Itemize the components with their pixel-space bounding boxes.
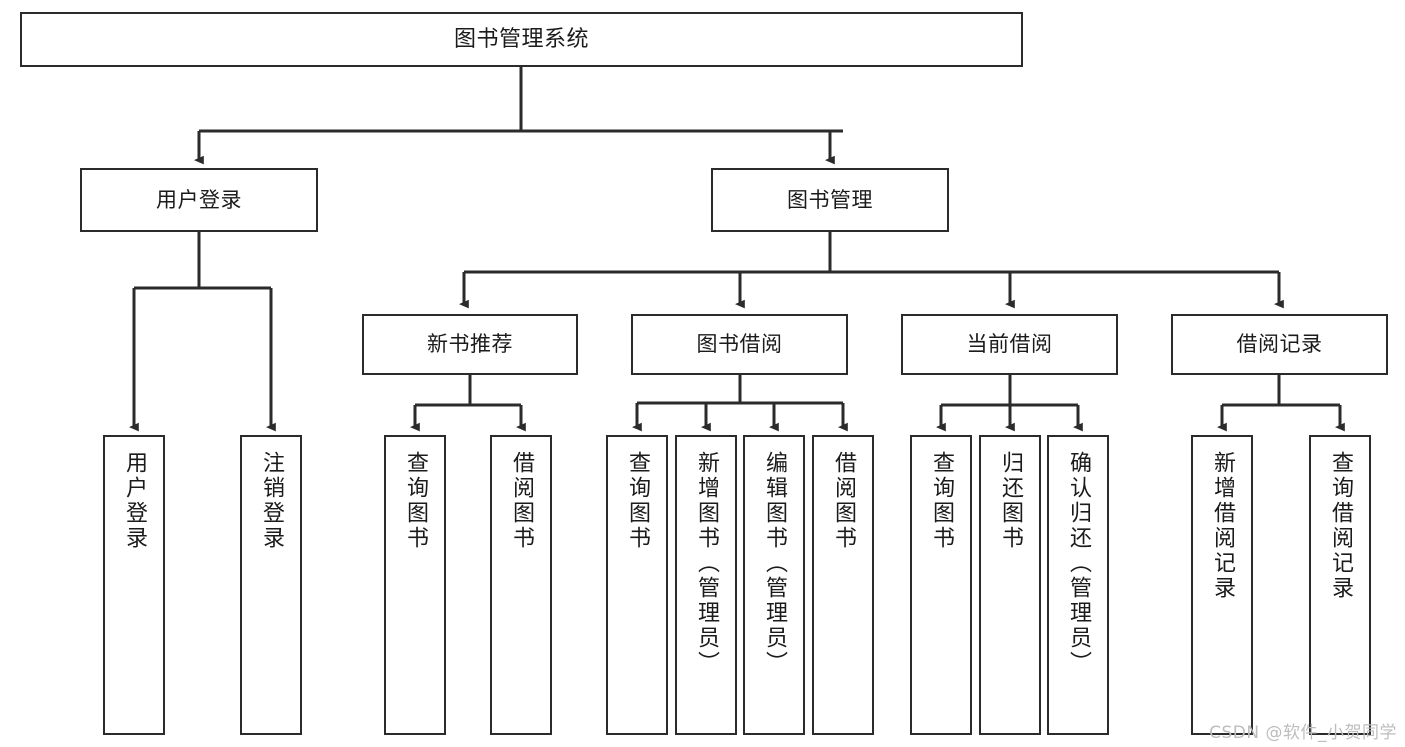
node-label: 用户登录 — [121, 451, 147, 551]
node-label: 借阅图书 — [508, 451, 534, 551]
node-label: 新增借阅记录 — [1209, 451, 1235, 601]
node-leaf-add-borrow-record[interactable]: 新增借阅记录 — [1191, 435, 1253, 735]
node-leaf-query-book-current[interactable]: 查询图书 — [910, 435, 972, 735]
node-user-login[interactable]: 用户登录 — [80, 168, 318, 232]
node-new-book-recommend[interactable]: 新书推荐 — [362, 314, 578, 375]
node-book-borrow[interactable]: 图书借阅 — [631, 314, 848, 375]
node-label: 查询图书 — [624, 451, 650, 551]
node-leaf-query-borrow-record[interactable]: 查询借阅记录 — [1309, 435, 1371, 735]
node-leaf-edit-book-admin[interactable]: 编辑图书（管理员） — [743, 435, 805, 735]
node-leaf-confirm-return-admin[interactable]: 确认归还（管理员） — [1047, 435, 1109, 735]
node-label: 查询借阅记录 — [1327, 451, 1353, 601]
node-label: 新书推荐 — [427, 332, 513, 357]
node-label: 用户登录 — [156, 187, 242, 212]
node-current-borrow[interactable]: 当前借阅 — [901, 314, 1118, 375]
node-label: 编辑图书（管理员） — [761, 451, 787, 676]
node-leaf-return-book[interactable]: 归还图书 — [979, 435, 1041, 735]
node-borrow-record[interactable]: 借阅记录 — [1171, 314, 1388, 375]
node-label: 当前借阅 — [966, 332, 1053, 357]
node-leaf-add-book-admin[interactable]: 新增图书（管理员） — [675, 435, 737, 735]
csdn-watermark: CSDN @软件_小贺同学 — [1209, 723, 1397, 743]
node-root-system[interactable]: 图书管理系统 — [20, 12, 1023, 67]
node-label: 借阅图书 — [830, 451, 856, 551]
node-leaf-logout[interactable]: 注销登录 — [240, 435, 302, 735]
node-leaf-user-login[interactable]: 用户登录 — [103, 435, 165, 735]
node-label: 新增图书（管理员） — [693, 451, 719, 676]
node-label: 查询图书 — [928, 451, 954, 551]
node-label: 查询图书 — [402, 451, 428, 551]
node-label: 归还图书 — [997, 451, 1023, 551]
node-label: 确认归还（管理员） — [1065, 451, 1091, 676]
node-leaf-borrow-book[interactable]: 借阅图书 — [812, 435, 874, 735]
node-book-management[interactable]: 图书管理 — [711, 168, 949, 232]
node-leaf-query-book-borrow[interactable]: 查询图书 — [606, 435, 668, 735]
node-leaf-query-book-recommend[interactable]: 查询图书 — [384, 435, 446, 735]
node-label: 借阅记录 — [1236, 332, 1323, 357]
node-label: 图书管理系统 — [453, 26, 589, 52]
node-label: 图书借阅 — [696, 332, 783, 357]
node-label: 图书管理 — [787, 187, 873, 212]
node-label: 注销登录 — [258, 451, 284, 551]
node-leaf-borrow-book-recommend[interactable]: 借阅图书 — [490, 435, 552, 735]
